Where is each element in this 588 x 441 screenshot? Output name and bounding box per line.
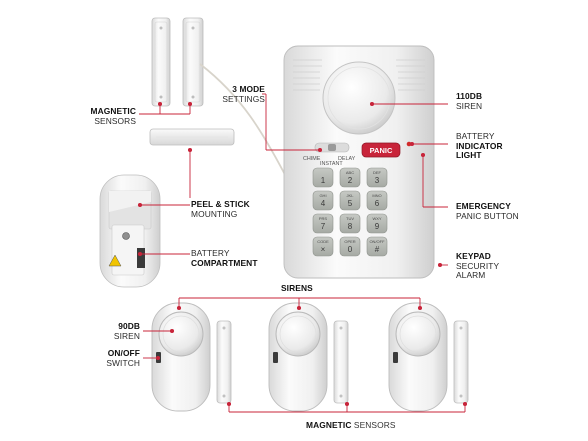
keypad-key-sublabel: TUV <box>346 216 354 221</box>
label-battery-indicator-line2: INDICATOR <box>456 140 503 151</box>
keypad-key-sublabel: ABC <box>346 170 354 175</box>
label-90db-line1: 90dB <box>118 321 140 331</box>
label-110db-line2: SIREN <box>456 100 483 111</box>
label-90db-line2: SIREN <box>113 330 140 341</box>
keypad-key-number: 3 <box>375 176 380 185</box>
label-90db-siren: 90dB SIREN <box>113 321 140 341</box>
label-battery-compartment-line1: BATTERY <box>191 248 230 258</box>
siren-back-view <box>99 174 161 288</box>
label-battery-indicator-line3: LIGHT <box>456 150 482 161</box>
label-on-off-line1: ON/OFF <box>107 348 140 358</box>
callout-lines <box>137 93 468 413</box>
keypad-key-sublabel: ON/OFF <box>369 239 385 244</box>
mode-delay-text: DELAY <box>338 156 356 162</box>
label-magnetic-sensors-bottom-normal: SENSORS <box>353 420 396 430</box>
label-peel-stick-line1: PEEL & STICK <box>191 199 250 209</box>
door-siren <box>388 302 469 412</box>
keypad-key-number: 2 <box>348 176 353 185</box>
keypad-key-number: 8 <box>348 222 353 231</box>
keypad-grid: 1ABC2DEF3GHI4JKL5MNO6PRS7TUV8WXY9CODE×OP… <box>312 167 388 257</box>
magnetic-sensor-top-left <box>151 17 171 107</box>
keypad-key-number: 1 <box>321 176 326 185</box>
label-3-mode-line2: SETTINGS <box>222 93 265 104</box>
keypad-key-sublabel: OPER <box>344 239 355 244</box>
label-magnetic-sensors-top-line2: SENSORS <box>94 115 136 126</box>
keypad-key-number: 9 <box>375 222 380 231</box>
battery-indicator-light <box>406 141 412 147</box>
magnetic-sensor-horizontal <box>149 128 235 146</box>
label-battery-compartment: BATTERY COMPARTMENT <box>191 248 258 268</box>
keypad-key: CODE× <box>312 236 334 257</box>
keypad-key-sublabel: CODE <box>317 239 329 244</box>
label-peel-stick: PEEL & STICK MOUNTING <box>191 199 250 219</box>
keypad-key-sublabel: WXY <box>372 216 381 221</box>
keypad-key-number: # <box>375 245 380 254</box>
keypad-key-sublabel: PRS <box>319 216 328 221</box>
label-on-off-line2: SWITCH <box>106 357 140 368</box>
door-siren <box>151 302 232 412</box>
keypad-alarm-unit: CHIME INSTANT DELAY PANIC 1ABC2DEF3GHI4J… <box>283 45 435 279</box>
door-magnet <box>453 320 469 404</box>
label-110db-line1: 110dB <box>456 91 483 101</box>
keypad-key-number: 0 <box>348 245 353 254</box>
label-magnetic-sensors-bottom-bold: MAGNETIC <box>306 420 352 430</box>
keypad-key-number: 4 <box>321 199 326 208</box>
label-magnetic-sensors-bottom: MAGNETIC SENSORS <box>306 420 396 431</box>
label-keypad-line1: KEYPAD <box>456 251 491 261</box>
label-keypad: KEYPAD SECURITY ALARM <box>456 251 500 281</box>
label-sirens: SIRENS <box>281 283 313 294</box>
label-110db-siren: 110dB SIREN <box>456 91 483 111</box>
magnetic-sensor-top-right <box>182 17 204 107</box>
label-on-off-switch: ON/OFF SWITCH <box>106 348 140 368</box>
on-off-switch <box>393 352 398 363</box>
label-battery-indicator-line1: BATTERY <box>456 131 495 141</box>
label-emergency: EMERGENCY PANIC BUTTON <box>456 201 519 221</box>
door-magnet <box>216 320 232 404</box>
keypad-key-number: 5 <box>348 199 353 208</box>
door-siren <box>268 302 349 412</box>
label-peel-stick-line2: MOUNTING <box>191 208 238 219</box>
keypad-key-sublabel: DEF <box>373 170 382 175</box>
keypad-key: 1 <box>312 167 334 188</box>
keypad-key-sublabel: JKL <box>347 193 355 198</box>
label-3-mode-line1: 3 MODE <box>232 84 265 94</box>
on-off-switch <box>273 352 278 363</box>
label-battery-indicator: BATTERY INDICATOR LIGHT <box>456 131 503 161</box>
label-3-mode-settings: 3 MODE SETTINGS <box>222 84 265 104</box>
label-emergency-line1: EMERGENCY <box>456 201 511 211</box>
label-emergency-line2: PANIC BUTTON <box>456 210 519 221</box>
panic-button-text: PANIC <box>370 146 393 155</box>
label-magnetic-sensors-top-line1: MAGNETIC <box>90 106 136 116</box>
keypad-key-number: 6 <box>375 199 380 208</box>
mode-chime-text: CHIME <box>303 156 321 162</box>
label-keypad-line3: ALARM <box>456 270 486 281</box>
keypad-key: ON/OFF# <box>366 236 388 257</box>
panic-button <box>361 142 401 158</box>
mode-instant-text: INSTANT <box>320 161 343 167</box>
bottom-sirens <box>151 302 469 412</box>
keypad-key-sublabel: GHI <box>319 193 326 198</box>
keypad-key-number: 7 <box>321 222 326 231</box>
label-battery-compartment-line2: COMPARTMENT <box>191 257 258 268</box>
keypad-key-sublabel: MNO <box>372 193 381 198</box>
keypad-key-number: × <box>321 245 326 254</box>
label-sirens-text: SIRENS <box>281 283 313 293</box>
door-magnet <box>333 320 349 404</box>
label-keypad-line2: SECURITY <box>456 260 500 271</box>
label-magnetic-sensors-top: MAGNETIC SENSORS <box>90 106 136 126</box>
